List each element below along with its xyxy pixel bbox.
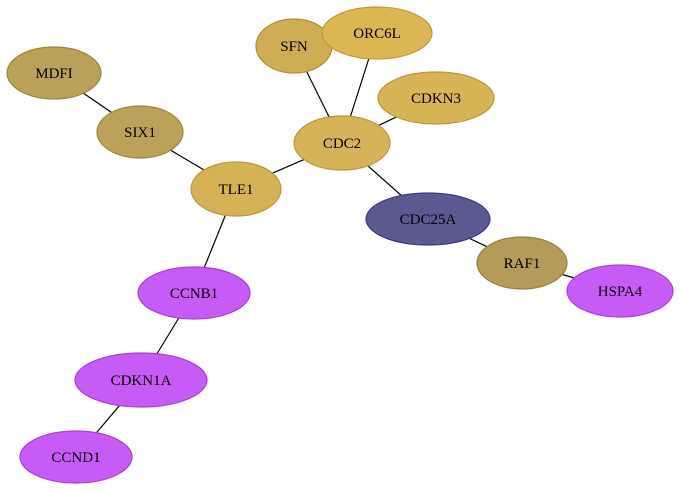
node-raf1[interactable]: RAF1 — [476, 236, 568, 290]
node-label: SIX1 — [124, 125, 156, 141]
node-tle1[interactable]: TLE1 — [190, 161, 282, 217]
node-ellipse — [190, 161, 282, 217]
node-mdfi[interactable]: MDFI — [6, 46, 102, 100]
node-cdkn3[interactable]: CDKN3 — [377, 71, 495, 125]
node-cdkn1a[interactable]: CDKN1A — [74, 352, 208, 408]
node-six1[interactable]: SIX1 — [96, 105, 184, 159]
node-ellipse — [365, 192, 491, 246]
node-ellipse — [377, 71, 495, 125]
node-ellipse — [19, 430, 133, 484]
node-ellipse — [566, 264, 674, 318]
node-label: SFN — [280, 39, 308, 55]
node-ellipse — [293, 115, 391, 171]
node-label: CDC2 — [323, 136, 361, 152]
node-cdc2[interactable]: CDC2 — [293, 115, 391, 171]
node-ellipse — [476, 236, 568, 290]
node-ccnb1[interactable]: CCNB1 — [137, 266, 251, 320]
node-label: CCNB1 — [170, 286, 218, 302]
node-label: CDKN1A — [111, 373, 172, 389]
node-orc6l[interactable]: ORC6L — [321, 6, 433, 60]
node-label: RAF1 — [504, 256, 541, 272]
node-ellipse — [137, 266, 251, 320]
node-ellipse — [6, 46, 102, 100]
node-label: HSPA4 — [598, 284, 643, 300]
node-label: CDC25A — [400, 212, 457, 228]
node-label: CDKN3 — [411, 91, 461, 107]
node-hspa4[interactable]: HSPA4 — [566, 264, 674, 318]
node-ellipse — [74, 352, 208, 408]
node-label: TLE1 — [219, 182, 254, 198]
node-label: ORC6L — [353, 26, 401, 42]
node-label: CCND1 — [51, 450, 100, 466]
node-label: MDFI — [35, 66, 73, 82]
node-sfn[interactable]: SFN — [255, 18, 333, 74]
node-cdc25a[interactable]: CDC25A — [365, 192, 491, 246]
node-ellipse — [96, 105, 184, 159]
node-ccnd1[interactable]: CCND1 — [19, 430, 133, 484]
node-ellipse — [321, 6, 433, 60]
